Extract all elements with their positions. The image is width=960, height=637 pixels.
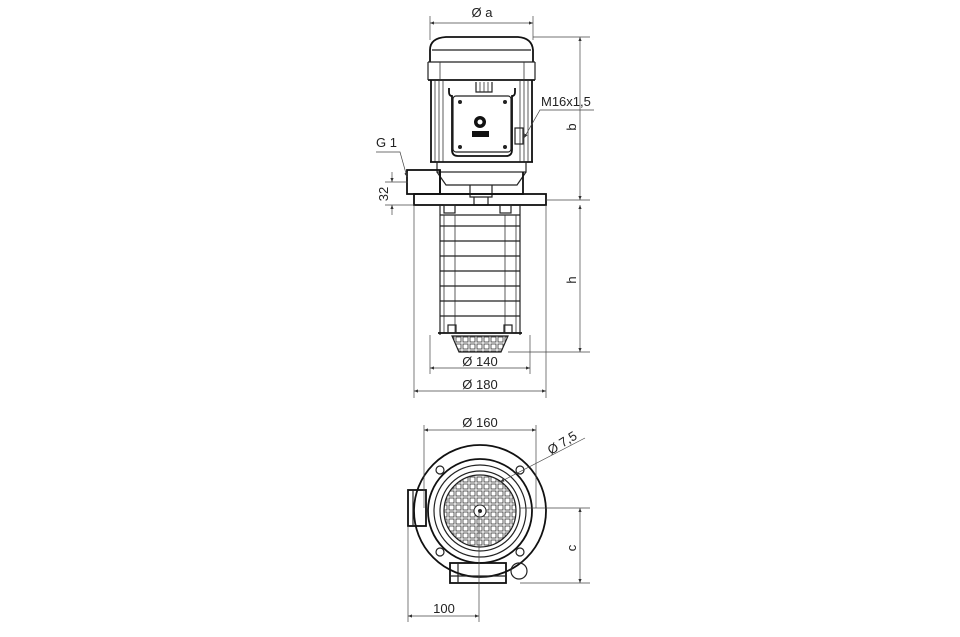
label-b: b	[564, 123, 579, 130]
label-dia-a: Ø a	[472, 5, 494, 20]
mounting-hole	[515, 465, 525, 475]
label-h: h	[564, 276, 579, 283]
mounting-hole	[515, 547, 525, 557]
dim-32: 32	[376, 172, 414, 215]
label-c: c	[564, 544, 579, 551]
terminal-box	[448, 82, 524, 157]
dim-thread: M16x1,5	[523, 94, 594, 139]
outlet-top	[407, 489, 427, 527]
dim-c: c	[520, 507, 590, 584]
label-100: 100	[433, 601, 455, 616]
top-view: Ø 160 Ø 7,5 c 100	[407, 415, 590, 622]
brand-logo	[472, 116, 489, 137]
dim-dia-a: Ø a	[429, 5, 534, 40]
dim-b: b	[533, 36, 590, 201]
bottom-port	[449, 562, 507, 584]
mounting-hole	[435, 547, 445, 557]
pump-head	[406, 169, 547, 206]
cable-gland	[514, 127, 524, 145]
label-g1: G 1	[376, 135, 397, 150]
dim-dia-140: Ø 140	[429, 335, 531, 374]
outlet-g1	[406, 169, 441, 195]
dim-g1: G 1	[376, 135, 408, 178]
label-dia-75: Ø 7,5	[545, 428, 580, 458]
label-thread: M16x1,5	[541, 94, 591, 109]
dim-h: h	[508, 205, 590, 353]
label-dia-140: Ø 140	[462, 354, 497, 369]
side-view: Ø a b M16x1,5 G 1 32	[376, 5, 594, 398]
label-dia-160: Ø 160	[462, 415, 497, 430]
label-dia-180: Ø 180	[462, 377, 497, 392]
dim-dia-160: Ø 160	[423, 415, 537, 508]
mounting-plate-outline	[413, 444, 547, 578]
dim-dia-180: Ø 180	[413, 205, 547, 398]
mounting-hole	[435, 465, 445, 475]
cable-gland-top	[510, 562, 528, 580]
dim-100: 100	[407, 511, 480, 622]
label-32: 32	[376, 187, 391, 201]
dim-dia-75: Ø 7,5	[499, 428, 586, 483]
suction-strainer	[451, 335, 509, 353]
pump-stack	[438, 204, 522, 353]
motor-top-cap	[427, 36, 536, 81]
mounting-plate	[413, 193, 547, 206]
motor-body	[430, 80, 533, 186]
